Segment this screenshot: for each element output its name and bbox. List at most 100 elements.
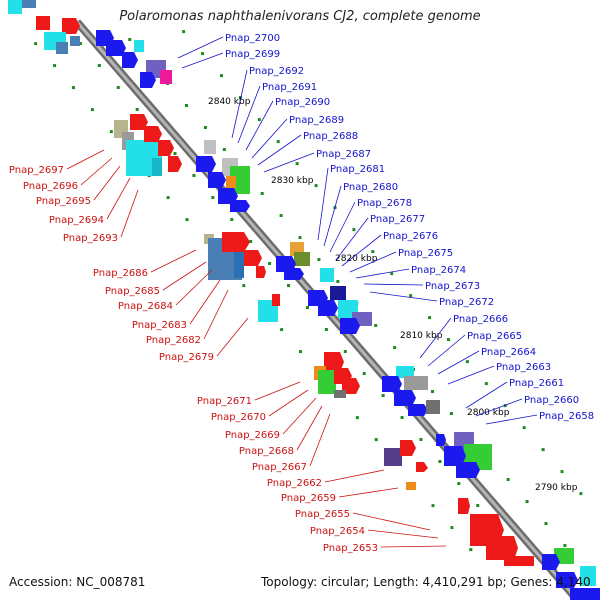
forward-gene-label: Pnap_2661 [509,378,564,389]
reverse-leader-line [189,279,221,325]
forward-gene-label: Pnap_2672 [439,297,494,308]
forward-gene-label: Pnap_2690 [275,97,330,108]
forward-leader-line [419,317,452,359]
forward-leader-line [251,118,288,159]
reverse-gene-label: Pnap_2670 [211,412,266,423]
forward-gene-label: Pnap_2681 [330,164,385,175]
reverse-leader-line [309,413,331,467]
forward-leader-line [341,234,382,267]
forward-leader-line [475,398,523,417]
reverse-leader-line [175,269,213,306]
forward-leader-line [437,350,480,375]
forward-gene-label: Pnap_2665 [467,331,522,342]
forward-leader-line [335,217,369,261]
forward-gene-label: Pnap_2678 [357,198,412,209]
reverse-gene-label: Pnap_2686 [93,268,148,279]
forward-leader-line [257,134,302,166]
reverse-leader-line [254,381,301,401]
forward-gene-label: Pnap_2689 [289,115,344,126]
reverse-gene-label: Pnap_2671 [197,396,252,407]
reverse-gene-label: Pnap_2697 [9,165,64,176]
reverse-leader-line [296,405,323,451]
reverse-gene-label: Pnap_2679 [159,352,214,363]
reverse-gene-label: Pnap_2659 [281,493,336,504]
forward-gene-label: Pnap_2692 [249,66,304,77]
forward-gene-label: Pnap_2673 [425,281,480,292]
reverse-gene-label: Pnap_2693 [63,233,118,244]
forward-leader-line [245,100,274,151]
forward-gene-label: Pnap_2666 [453,314,508,325]
backbone-track [73,19,583,600]
reverse-leader-line [93,165,121,201]
reverse-gene-label: Pnap_2685 [105,286,160,297]
forward-gene-label: Pnap_2675 [398,248,453,259]
scale-label: 2830 kbp [271,176,314,186]
forward-leader-line [355,268,410,279]
accession-text: Accession: NC_008781 [9,575,146,589]
reverse-gene-label: Pnap_2684 [118,301,173,312]
forward-gene-label: Pnap_2664 [481,347,536,358]
scale-label: 2800 kbp [467,408,510,418]
forward-leader-line [323,185,342,247]
topology-text: Topology: circular; Length: 4,410,291 bp… [261,575,591,589]
scale-label: 2820 kbp [335,254,378,264]
forward-gene-label: Pnap_2699 [225,49,280,60]
forward-gene-label: Pnap_2687 [316,149,371,160]
reverse-leader-line [150,249,197,273]
forward-gene-label: Pnap_2674 [411,265,466,276]
reverse-leader-line [338,487,399,498]
forward-leader-line [465,381,508,409]
reverse-gene-label: Pnap_2694 [49,215,104,226]
forward-leader-line [369,291,438,302]
reverse-leader-line [203,289,229,340]
scale-label: 2810 kbp [400,331,443,341]
reverse-leader-line [162,261,207,291]
forward-gene-label: Pnap_2691 [262,82,317,93]
forward-leader-line [181,52,224,69]
reverse-gene-label: Pnap_2654 [310,526,365,537]
reverse-gene-label: Pnap_2653 [323,543,378,554]
forward-gene-label: Pnap_2677 [370,214,425,225]
reverse-leader-line [380,545,447,548]
forward-leader-line [317,167,329,241]
reverse-leader-line [106,177,131,220]
forward-gene-label: Pnap_2663 [496,362,551,373]
reverse-gene-label: Pnap_2682 [146,335,201,346]
reverse-gene-label: Pnap_2696 [23,181,78,192]
genome-title: Polaromonas naphthalenivorans CJ2, compl… [119,9,481,24]
reverse-gene-label: Pnap_2662 [267,478,322,489]
reverse-leader-line [80,157,113,186]
forward-gene-label: Pnap_2658 [539,411,594,422]
feature-blocks-outer [8,0,534,566]
forward-leader-line [363,283,424,286]
forward-leader-line [329,201,356,253]
reverse-leader-line [120,189,139,238]
reverse-gene-label: Pnap_2695 [36,196,91,207]
reverse-leader-line [367,529,439,539]
reverse-gene-label: Pnap_2668 [239,446,294,457]
forward-leader-line [447,365,495,385]
reverse-leader-line [216,317,249,357]
scale-labels: 2840 kbp 2830 kbp 2820 kbp 2810 kbp 2800 kbp… [208,97,578,493]
forward-gene-label: Pnap_2680 [343,182,398,193]
forward-leader-line [231,69,248,139]
forward-leader-line [237,85,261,144]
feature-blocks-inner [96,30,600,600]
forward-leader-line [177,36,224,59]
reverse-gene-label: Pnap_2683 [132,320,187,331]
reverse-leader-line [268,389,309,417]
forward-gene-label: Pnap_2688 [303,131,358,142]
scale-label: 2840 kbp [208,97,251,107]
reverse-leader-line [352,512,431,531]
forward-leader-line [427,334,466,367]
forward-leader-line [263,152,315,173]
forward-leader-line [485,414,538,425]
reverse-leader-line [66,149,105,170]
leader-lines [66,36,538,548]
reverse-gene-label: Pnap_2655 [295,509,350,520]
forward-leader-line [349,251,397,273]
scale-label: 2790 kbp [535,483,578,493]
reverse-gene-label: Pnap_2669 [225,430,280,441]
forward-gene-label: Pnap_2700 [225,33,280,44]
